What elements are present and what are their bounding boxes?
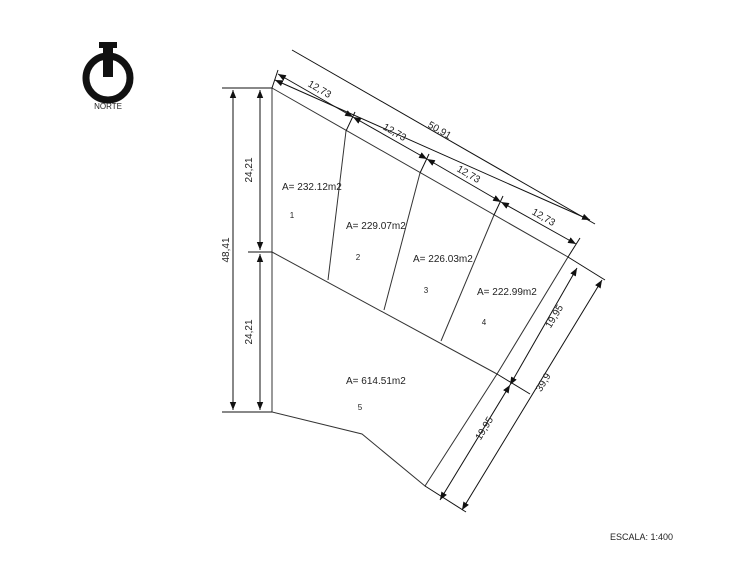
right-dimensions <box>424 256 606 513</box>
division-line-1-2 <box>327 130 347 281</box>
dim-left-total: 48,41 <box>221 237 232 262</box>
lot-1-number: 1 <box>290 211 295 220</box>
lot-5-area: A= 614.51m2 <box>346 376 406 387</box>
dim-left-lower: 24,21 <box>244 319 255 344</box>
dim-right-total: 39,9 <box>534 371 554 394</box>
top-dimensions <box>271 49 596 258</box>
north-arrow-icon <box>82 42 134 104</box>
lot-3-number: 3 <box>424 286 429 295</box>
scale-label: ESCALA: 1:400 <box>610 532 673 542</box>
lot-4-area: A= 222.99m2 <box>477 287 537 298</box>
division-line-lot5 <box>271 251 498 375</box>
division-line-2-3 <box>383 172 421 311</box>
lot-4-number: 4 <box>482 318 487 327</box>
lot-2-area: A= 229.07m2 <box>346 221 406 232</box>
dim-top-total: 50,91 <box>426 120 454 142</box>
lot-5-number: 5 <box>358 403 363 412</box>
lot-3-area: A= 226.03m2 <box>413 254 473 265</box>
dim-right-lower: 19,95 <box>474 415 497 442</box>
lot-2-number: 2 <box>356 253 361 262</box>
dim-left-upper: 24,21 <box>244 157 255 182</box>
lot-1-area: A= 232.12m2 <box>282 182 342 193</box>
division-line-3-4 <box>440 214 495 342</box>
north-label: NORTE <box>94 102 122 111</box>
dim-right-upper: 19,95 <box>544 303 567 330</box>
left-dimensions <box>222 87 272 413</box>
